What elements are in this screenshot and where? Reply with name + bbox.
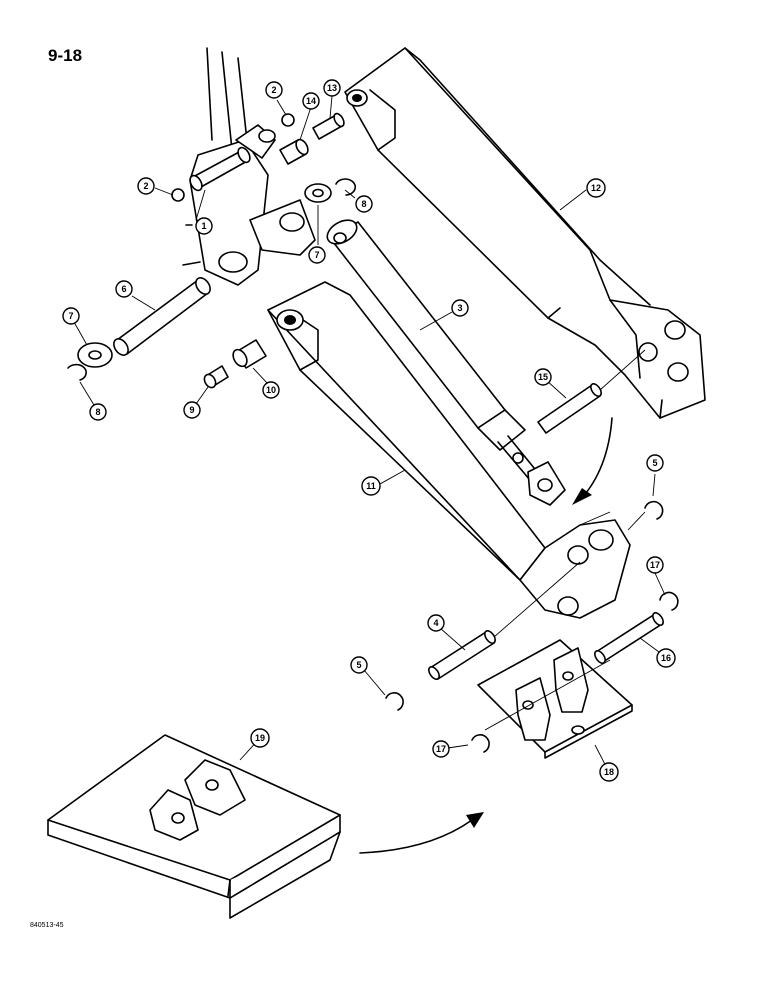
callout-4: 4 bbox=[427, 614, 445, 632]
callout-14-label: 14 bbox=[306, 96, 316, 106]
callout-5-right: 5 bbox=[646, 454, 664, 472]
pin-16 bbox=[594, 591, 679, 664]
callout-1-label: 1 bbox=[201, 221, 206, 231]
direction-arrow-upper bbox=[572, 417, 613, 505]
callout-11-label: 11 bbox=[366, 481, 376, 491]
callout-5-left-label: 5 bbox=[356, 660, 361, 670]
boom-arm-12 bbox=[344, 47, 706, 419]
callout-2-left: 2 bbox=[137, 177, 155, 195]
bushing-10 bbox=[232, 339, 267, 369]
callout-19: 19 bbox=[250, 728, 270, 748]
callout-16: 16 bbox=[656, 648, 676, 668]
callout-9-label: 9 bbox=[189, 405, 194, 415]
callout-17-right-label: 17 bbox=[650, 560, 660, 570]
callout-13: 13 bbox=[323, 79, 341, 97]
callout-6-label: 6 bbox=[121, 284, 126, 294]
callout-17-lower-label: 17 bbox=[436, 744, 446, 754]
pin-15 bbox=[537, 349, 646, 434]
callout-2-top-label: 2 bbox=[271, 85, 276, 95]
callout-14: 14 bbox=[302, 92, 320, 110]
callout-2-top: 2 bbox=[265, 81, 283, 99]
base-plate-18 bbox=[471, 639, 633, 759]
callout-1: 1 bbox=[195, 217, 213, 235]
callout-3: 3 bbox=[451, 299, 469, 317]
callout-18-label: 18 bbox=[604, 767, 614, 777]
boom-mount-frame bbox=[182, 47, 316, 286]
base-plate-19 bbox=[47, 734, 341, 919]
pin-1 bbox=[189, 146, 251, 192]
callout-17-right: 17 bbox=[646, 556, 664, 574]
pin-6 bbox=[113, 277, 211, 356]
bushing-9 bbox=[203, 365, 229, 389]
callout-9: 9 bbox=[183, 401, 201, 419]
callout-17-lower: 17 bbox=[432, 740, 450, 758]
snap-ring-5-left bbox=[385, 692, 404, 711]
bushing-14 bbox=[279, 138, 309, 165]
callout-5-right-label: 5 bbox=[652, 458, 657, 468]
reference-code: 840513-45 bbox=[30, 922, 64, 929]
callout-12-label: 12 bbox=[591, 183, 601, 193]
callout-7-mid-label: 7 bbox=[314, 250, 319, 260]
callout-7-mid: 7 bbox=[308, 246, 326, 264]
callout-19-label: 19 bbox=[255, 733, 265, 743]
callout-10: 10 bbox=[262, 381, 280, 399]
direction-arrow-lower bbox=[359, 812, 484, 854]
callout-4-label: 4 bbox=[433, 618, 438, 628]
washer-7-upper bbox=[304, 178, 357, 203]
page-number: 9-18 bbox=[48, 46, 83, 65]
pin-4 bbox=[428, 561, 581, 680]
callout-8-left: 8 bbox=[89, 403, 107, 421]
callout-10-label: 10 bbox=[266, 385, 276, 395]
leader-lines bbox=[73, 95, 666, 771]
callout-11: 11 bbox=[361, 476, 381, 496]
snap-ring-5-right bbox=[627, 500, 664, 531]
callout-7-left: 7 bbox=[62, 307, 80, 325]
callout-15-label: 15 bbox=[538, 372, 548, 382]
callout-8-left-label: 8 bbox=[95, 407, 100, 417]
callout-8-top-label: 8 bbox=[361, 199, 366, 209]
callout-5-left: 5 bbox=[350, 656, 368, 674]
hydraulic-cylinder-3 bbox=[326, 219, 566, 506]
washer-7-lower bbox=[67, 342, 113, 381]
callout-2-left-label: 2 bbox=[143, 181, 148, 191]
callout-15: 15 bbox=[534, 368, 552, 386]
callout-8-top: 8 bbox=[355, 195, 373, 213]
callout-6: 6 bbox=[115, 280, 133, 298]
callout-3-label: 3 bbox=[457, 303, 462, 313]
callout-16-label: 16 bbox=[661, 653, 671, 663]
callout-18: 18 bbox=[599, 762, 619, 782]
dipper-arm-11 bbox=[267, 281, 631, 619]
bushing-13 bbox=[312, 112, 345, 140]
callout-12: 12 bbox=[586, 178, 606, 198]
callout-13-label: 13 bbox=[327, 83, 337, 93]
callout-7-left-label: 7 bbox=[68, 311, 73, 321]
